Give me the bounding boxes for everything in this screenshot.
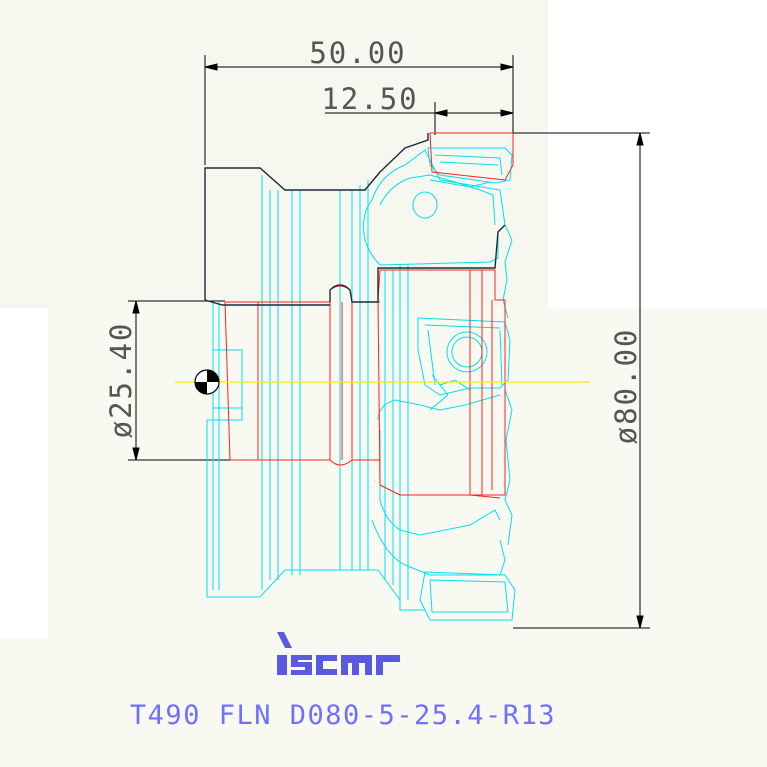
upper-pocket-inner [379, 174, 496, 226]
dim-125-arrow-left [434, 109, 448, 117]
counterbore-red [329, 302, 353, 460]
cutter-body [206, 147, 516, 621]
brand-logo [277, 632, 400, 675]
body-top-outline [204, 133, 429, 306]
lower-insert-inner [429, 579, 509, 613]
dim-text-overall-length: 50.00 [309, 36, 406, 70]
dim-254-arrow-top [132, 300, 140, 314]
upper-insert-detail [429, 154, 503, 188]
red-bottom-edge [379, 484, 501, 499]
tool-designation: T490 FLN D080-5-25.4-R13 [130, 700, 556, 731]
dim-125-arrow-right [500, 109, 514, 117]
lower-body-contour [371, 519, 506, 576]
paper-tint-bottom [0, 308, 767, 767]
upper-pocket-hole [412, 191, 438, 219]
paper-white-left [0, 308, 48, 638]
body-face-lines [384, 265, 409, 600]
outer-outline [204, 133, 506, 306]
logo-letter-c [316, 655, 337, 675]
logo-accent-mark [277, 632, 292, 648]
dim-50-arrow-right [500, 63, 514, 71]
hub-grooves [269, 190, 301, 580]
bore-red-lower [230, 459, 380, 466]
logo-letter-a [341, 655, 372, 675]
insert-red-top [429, 132, 514, 181]
middle-insert [417, 317, 511, 396]
logo-letter-i [277, 655, 287, 675]
body-step-outline [329, 224, 506, 303]
dim-text-cutting-diameter: ø80.00 [609, 328, 643, 445]
center-symbol-q1 [207, 370, 219, 382]
dimension-lines [128, 55, 650, 629]
lower-pocket-contour [377, 394, 501, 536]
dim-254-arrow-bottom [132, 447, 140, 461]
middle-insert-inner [424, 324, 503, 386]
right-edge-teeth [502, 224, 513, 546]
dim-80-arrow-bottom [636, 615, 644, 629]
bore-red-side [224, 301, 259, 461]
pocket-red-box [377, 269, 506, 496]
keyway-outline [213, 349, 243, 410]
logo-letter-s [291, 655, 312, 675]
upper-pocket-contour [363, 149, 506, 266]
logo-letter-r [376, 655, 400, 675]
hub-lower-outline [206, 420, 425, 611]
paper-tint-top [0, 0, 548, 308]
dim-80-arrow-top [636, 132, 644, 146]
lower-insert [419, 571, 516, 621]
dim-text-bore-diameter: ø25.40 [104, 322, 138, 439]
dim-text-insert-length: 12.50 [321, 82, 418, 116]
dim-50-arrow-left [204, 63, 218, 71]
insert-screw-outer [446, 331, 488, 373]
bore-lower-outline [207, 407, 243, 421]
center-of-gravity-symbol [194, 369, 220, 395]
center-symbol-q3 [195, 382, 207, 394]
